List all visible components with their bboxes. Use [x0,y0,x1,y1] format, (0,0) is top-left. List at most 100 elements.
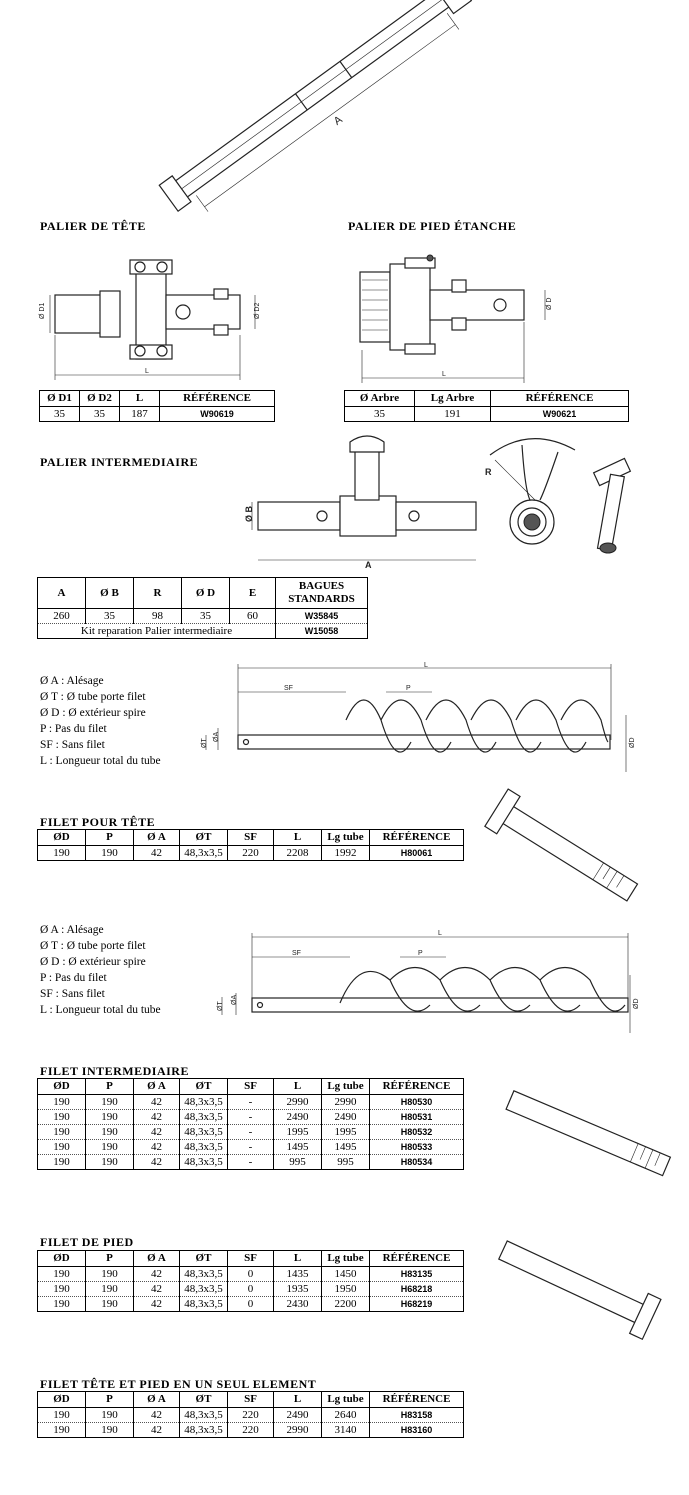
legend-item: Ø T : Ø tube porte filet [40,940,146,952]
filet-header: ØT [179,1391,228,1408]
reference-cell: W35845 [275,608,368,624]
dim-sf: SF [284,685,293,692]
cell: 48,3x3,5 [179,1124,228,1140]
reference-cell: H80531 [369,1109,464,1125]
cell: 190 [85,1139,134,1155]
cell: 190 [37,1094,86,1110]
cell: 42 [133,1139,180,1155]
dim-a: ØA [213,732,220,742]
kit-label: Kit reparation Palier intermediaire [37,623,276,639]
filet-header: P [85,1250,134,1267]
cell: 48,3x3,5 [179,1139,228,1155]
cell: 2200 [321,1296,370,1312]
cell: 48,3x3,5 [179,1109,228,1125]
legend-item: Ø A : Alésage [40,675,104,687]
cell: 48,3x3,5 [179,1281,228,1297]
cell: 1435 [273,1266,322,1282]
table-row: 35 35 187 W90619 [39,406,275,422]
cell: 190 [85,1296,134,1312]
reference-cell: H83160 [369,1422,464,1438]
cell: 35 [79,406,120,422]
cell: 995 [321,1154,370,1170]
filet-header: Ø A [133,1391,180,1408]
dim-a: ØA [231,995,238,1005]
cell: 1950 [321,1281,370,1297]
cell: 190 [37,1124,86,1140]
filet-inter-tube-drawing [505,1090,672,1177]
cell: 260 [37,608,86,624]
filet-header: Lg tube [321,1078,370,1095]
cell: 190 [85,1266,134,1282]
filet-tete-tube-drawing [484,788,639,902]
cell: 42 [133,845,180,861]
legend-2: Ø A : Alésage Ø T : Ø tube porte filet Ø… [40,922,161,1018]
cell: 42 [133,1094,180,1110]
reference-cell: H80532 [369,1124,464,1140]
table-row: 190 190 42 48,3x3,5 220 2208 1992 H80061 [37,845,464,861]
cell: 1495 [321,1139,370,1155]
palier-inter-header: Ø B [85,577,134,609]
palier-tete-header: RÉFÉRENCE [159,390,275,407]
filet-header: Lg tube [321,829,370,846]
cell: 190 [37,1281,86,1297]
dim-l: L [438,930,442,937]
legend-1: Ø A : Alésage Ø T : Ø tube porte filet Ø… [40,673,161,769]
cell: 42 [133,1407,180,1423]
palier-tete-table: Ø D1 Ø D2 L RÉFÉRENCE 35 35 187 W90619 [39,390,275,422]
legend-item: SF : Sans filet [40,739,105,751]
dim-sf: SF [292,950,301,957]
filet-header: SF [227,1391,274,1408]
filet-header: L [273,829,322,846]
cell: 35 [181,608,230,624]
table-row: 35 191 W90621 [344,406,629,422]
cell: 48,3x3,5 [179,1154,228,1170]
reference-cell: H80530 [369,1094,464,1110]
cell: 48,3x3,5 [179,1094,228,1110]
filet-header: ØT [179,1078,228,1095]
palier-pied-dim-d: Ø D [546,298,553,310]
reference-cell: H80533 [369,1139,464,1155]
palier-pied-header: Ø Arbre [344,390,415,407]
cell: 98 [133,608,182,624]
reference-cell: H80534 [369,1154,464,1170]
reference-cell: W90621 [490,406,629,422]
filet-header: RÉFÉRENCE [369,1391,464,1408]
palier-inter-dim-r: R [485,467,492,477]
cell: 190 [37,1154,86,1170]
cell: 190 [37,1109,86,1125]
cell: 42 [133,1124,180,1140]
cell: 0 [227,1266,274,1282]
filet-tete-table: ØD P Ø A ØT SF L Lg tube RÉFÉRENCE 190 1… [37,829,464,861]
cell: 190 [37,1422,86,1438]
cell: 2990 [273,1422,322,1438]
cell: 2990 [273,1094,322,1110]
palier-inter-header: Ø D [181,577,230,609]
legend-item: Ø A : Alésage [40,924,104,936]
palier-pied-header: RÉFÉRENCE [490,390,629,407]
filet-header: P [85,829,134,846]
reference-cell: H68219 [369,1296,464,1312]
cell: 190 [85,1094,134,1110]
cell: 0 [227,1296,274,1312]
cell: 1935 [273,1281,322,1297]
cell: 35 [39,406,80,422]
cell: 48,3x3,5 [179,1407,228,1423]
cell: - [227,1094,274,1110]
palier-inter-drawing: Ø B A R [244,435,632,570]
cell: 48,3x3,5 [179,845,228,861]
cell: 35 [344,406,415,422]
cell: 2490 [273,1407,322,1423]
palier-inter-header: E [229,577,276,609]
cell: 3140 [321,1422,370,1438]
filet-header: L [273,1250,322,1267]
cell: 35 [85,608,134,624]
